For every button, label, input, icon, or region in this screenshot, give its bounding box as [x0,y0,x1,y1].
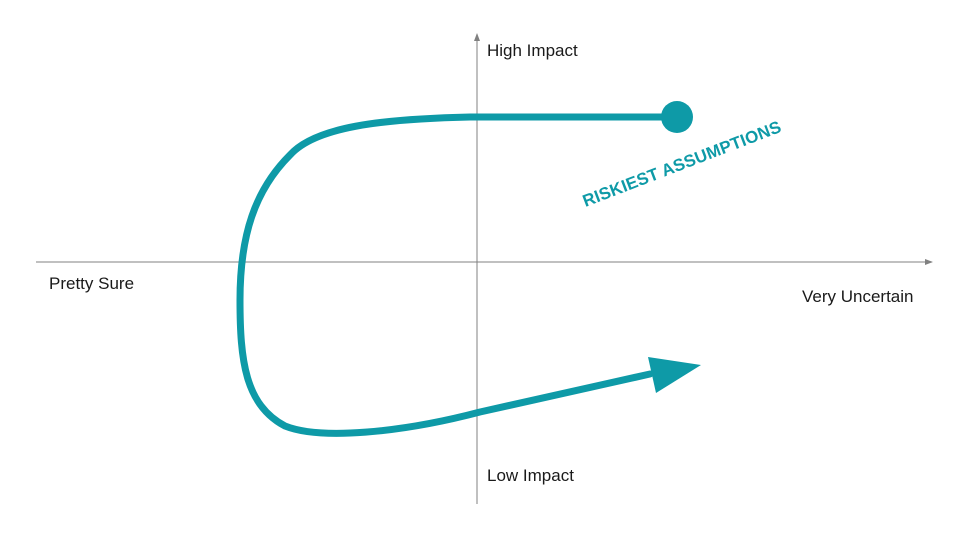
flow-curve [236,113,681,437]
flow-arrowhead [648,357,701,393]
high-impact-label: High Impact [487,41,578,60]
low-impact-label: Low Impact [487,466,574,485]
pretty-sure-label: Pretty Sure [49,274,135,293]
start-dot [661,101,693,133]
very-uncertain-label: Very Uncertain [802,287,914,306]
